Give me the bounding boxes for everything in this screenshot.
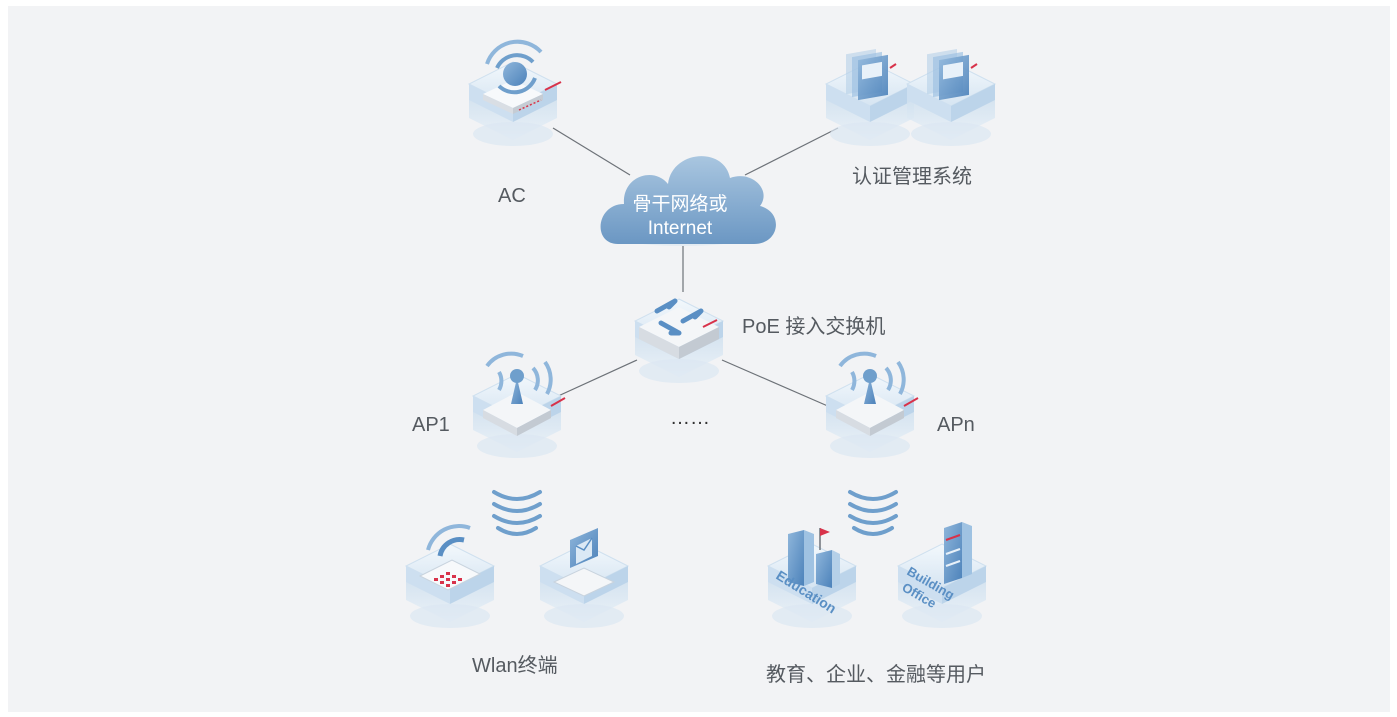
link-poe-ap1: [555, 359, 638, 398]
wifi-waves-icon-right: [848, 490, 898, 536]
apn-icon: [825, 351, 919, 459]
ap1-label: AP1: [412, 414, 450, 436]
education-building-icon: [767, 528, 857, 629]
link-ac-cloud: [552, 127, 631, 176]
apn-label: APn: [937, 414, 975, 436]
cloud-label-line1: 骨干网络或: [632, 194, 728, 215]
ellipsis-label: ……: [670, 407, 710, 429]
auth-system-label: 认证管理系统: [852, 166, 972, 188]
wlan-terminal-label: Wlan终端: [472, 655, 558, 677]
wifi-waves-icon-left: [492, 490, 542, 536]
link-poe-apn: [721, 359, 831, 408]
cloud-icon: [600, 156, 776, 246]
auth-server-icon-1: [825, 48, 915, 147]
phone-icon: [405, 524, 495, 629]
ac-icon: [468, 39, 562, 147]
laptop-icon: [539, 528, 629, 629]
cloud-label: 骨干网络或 Internet: [618, 193, 742, 241]
poe-switch-icon: [634, 298, 724, 384]
cloud-label-line2: Internet: [647, 217, 713, 239]
office-building-icon: [897, 522, 987, 629]
auth-server-icon-2: [906, 48, 996, 147]
poe-switch-label: PoE 接入交换机: [742, 316, 886, 338]
ac-label: AC: [498, 185, 526, 207]
ap1-icon: [472, 351, 566, 459]
links: [552, 127, 839, 408]
users-label: 教育、企业、金融等用户: [766, 664, 986, 686]
link-auth-cloud: [744, 127, 839, 176]
